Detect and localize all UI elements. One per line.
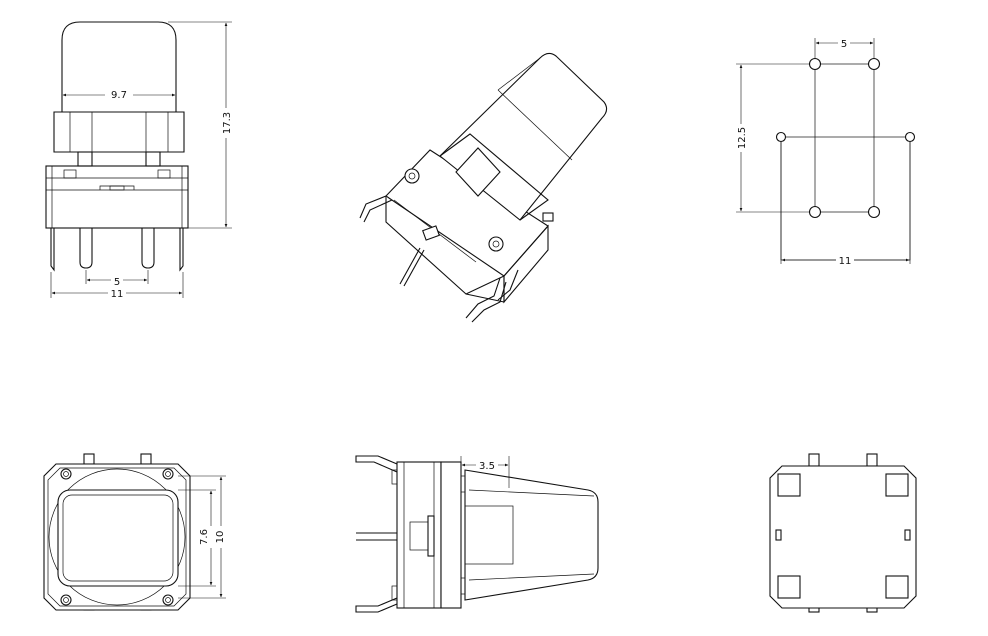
front-view: 9.7 17.3 5 11 (45, 21, 233, 300)
mounting-holes (775, 57, 916, 219)
top-cap (57, 489, 179, 587)
bottom-pads (775, 473, 911, 599)
side-body (391, 461, 470, 609)
body-width-label: 11 (111, 289, 124, 300)
isometric-view (359, 52, 608, 323)
cap-width-label: 9.7 (111, 90, 127, 101)
front-pins (50, 228, 184, 272)
hole-pitch-x-label: 5 (841, 39, 847, 50)
hole-layout-view: 5 12.5 11 (734, 38, 916, 267)
top-dimensions: 7.6 10 (178, 475, 227, 599)
iso-pins (359, 195, 519, 323)
side-dimensions: 3.5 (460, 456, 510, 488)
corner-holes (60, 468, 174, 606)
side-view: 3.5 (355, 455, 599, 613)
top-view: 7.6 10 (43, 453, 227, 611)
total-height-label: 17.3 (222, 112, 233, 134)
front-stem (77, 151, 161, 167)
front-body (45, 165, 189, 229)
cap-offset-label: 3.5 (479, 461, 495, 472)
top-ring (48, 468, 186, 606)
front-dimensions: 9.7 17.3 5 11 (50, 21, 233, 300)
hole-outer-width-label: 11 (839, 256, 852, 267)
bottom-view (769, 453, 917, 613)
hole-pitch-y-label: 12.5 (737, 127, 748, 149)
bottom-body (769, 465, 917, 609)
pin-pitch-label: 5 (114, 277, 120, 288)
body-size-label: 10 (215, 531, 226, 544)
hole-dimensions: 5 12.5 11 (734, 38, 911, 267)
cap-size-label: 7.6 (199, 529, 210, 545)
iso-cap (439, 52, 608, 222)
side-cap (464, 469, 599, 601)
iso-body (385, 149, 549, 304)
front-cap (53, 21, 185, 153)
